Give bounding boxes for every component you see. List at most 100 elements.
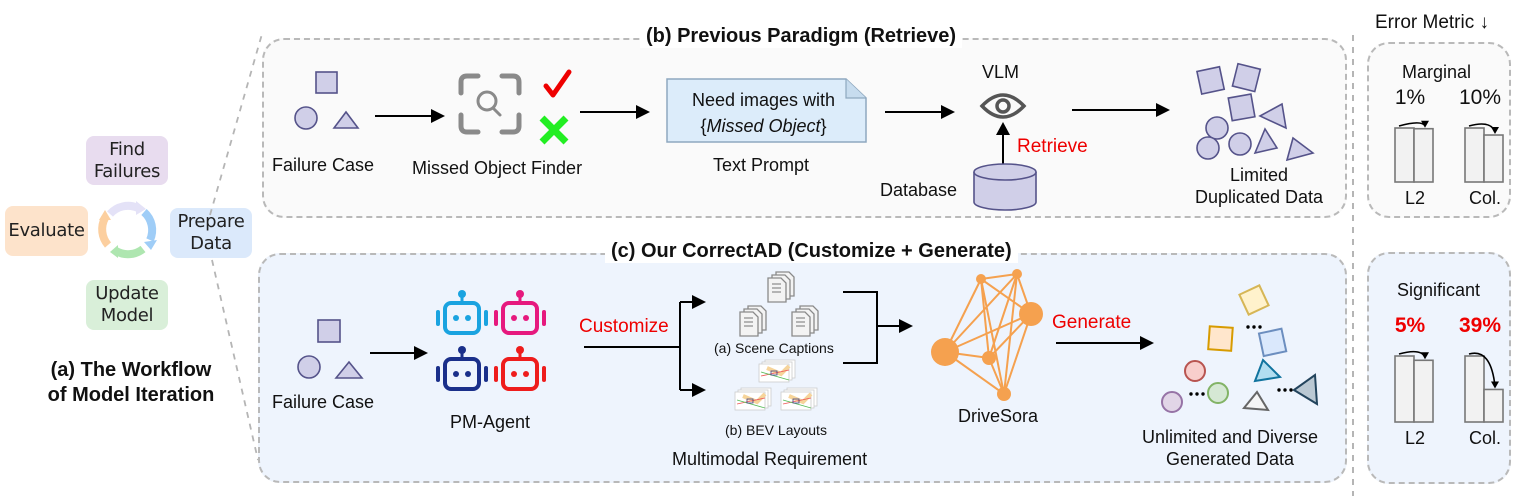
bev-thumbnail bbox=[758, 359, 796, 383]
branch-arrows bbox=[584, 295, 706, 397]
panel-correctad-title: (c) Our CorrectAD (Customize + Generate) bbox=[605, 240, 1018, 263]
workflow-caption: (a) The Workflow of Model Iteration bbox=[16, 358, 246, 408]
bar-after bbox=[1413, 127, 1434, 183]
step-label: Data bbox=[190, 233, 232, 254]
text-prompt-note bbox=[666, 78, 867, 143]
metric-value: 39% bbox=[1458, 314, 1502, 337]
decrease-arrow bbox=[1398, 122, 1426, 127]
generate-label: Generate bbox=[1052, 312, 1132, 333]
network-edge bbox=[980, 278, 1005, 395]
network-edge bbox=[944, 313, 1032, 353]
generated-line1: Unlimited and Diverse bbox=[1141, 427, 1319, 447]
failure-case-shapes bbox=[297, 319, 364, 379]
step-label: Model bbox=[100, 305, 154, 326]
document-icon bbox=[791, 305, 819, 337]
step-evaluate: Evaluate bbox=[5, 206, 88, 256]
metric-label: L2 bbox=[1404, 188, 1426, 208]
text-prompt-content: Need images with {Missed Object} bbox=[666, 87, 861, 139]
diverse-shapes bbox=[1161, 284, 1319, 413]
decrease-arrowhead bbox=[1491, 381, 1499, 389]
failure-case-shapes bbox=[294, 71, 360, 130]
brace-close: } bbox=[820, 116, 827, 136]
error-metric-header: Error Metric ↓ bbox=[1375, 12, 1489, 33]
workflow-caption-line1: (a) The Workflow bbox=[50, 359, 212, 381]
decrease-arrow bbox=[1468, 352, 1496, 387]
network-node bbox=[1012, 269, 1022, 279]
arrow bbox=[370, 346, 428, 360]
magnifier-scan-icon bbox=[458, 73, 522, 135]
marginal-title: Marginal bbox=[1402, 62, 1472, 82]
metric-bar-pair bbox=[1394, 120, 1434, 183]
eye-icon bbox=[979, 93, 1027, 119]
metric-value: 10% bbox=[1458, 86, 1502, 109]
robot-icon bbox=[436, 346, 488, 391]
generated-line2: Generated Data bbox=[1165, 449, 1295, 469]
metric-bar-pair bbox=[1464, 352, 1504, 423]
document-icon bbox=[739, 305, 767, 337]
bar-after bbox=[1483, 134, 1504, 183]
step-label: Evaluate bbox=[8, 220, 85, 241]
merge-bracket-arrow bbox=[843, 291, 913, 364]
decrease-arrowhead bbox=[1491, 127, 1499, 135]
vlm-label: VLM bbox=[982, 62, 1020, 82]
step-label: Find bbox=[109, 138, 145, 160]
panel-marginal bbox=[1367, 42, 1511, 218]
panel-previous-title: (b) Previous Paradigm (Retrieve) bbox=[640, 25, 963, 48]
robot-icon bbox=[494, 290, 546, 335]
bev-layouts-label: (b) BEV Layouts bbox=[725, 422, 827, 438]
customize-label: Customize bbox=[579, 316, 669, 337]
step-find-failures: Find Failures bbox=[86, 136, 168, 185]
retrieve-label: Retrieve bbox=[1017, 136, 1088, 157]
network-edge bbox=[988, 273, 1018, 359]
network-edge bbox=[1003, 273, 1018, 395]
prompt-line2: {Missed Object} bbox=[666, 113, 861, 139]
metric-value: 5% bbox=[1394, 314, 1426, 337]
metric-bar-pair bbox=[1464, 123, 1504, 183]
robot-icon bbox=[436, 290, 488, 335]
step-prepare-data: Prepare Data bbox=[170, 208, 252, 258]
decrease-arrowhead bbox=[1421, 352, 1429, 360]
ellipsis-dots bbox=[1189, 325, 1293, 396]
bar-before bbox=[1464, 355, 1485, 423]
zoom-connector-lines bbox=[209, 33, 263, 461]
missed-object-finder-label: Missed Object Finder bbox=[412, 158, 583, 178]
network-edge bbox=[980, 278, 990, 359]
network-edge bbox=[944, 273, 1018, 353]
metric-label: Col. bbox=[1468, 188, 1501, 208]
bar-before bbox=[1464, 127, 1485, 183]
panel-significant bbox=[1367, 252, 1511, 484]
limited-data-label: Limited Duplicated Data bbox=[1180, 164, 1338, 208]
prompt-line1: Need images with bbox=[691, 90, 836, 110]
limited-line2: Duplicated Data bbox=[1194, 187, 1324, 207]
prompt-missed-object: Missed Object bbox=[706, 116, 821, 136]
arrow bbox=[885, 105, 955, 119]
robot-icons bbox=[436, 290, 546, 391]
circular-arrows-icon bbox=[98, 201, 157, 259]
robot-icon bbox=[494, 346, 546, 391]
bar-before bbox=[1394, 355, 1415, 423]
bev-layout-thumbnails bbox=[734, 359, 818, 411]
network-edge bbox=[1003, 313, 1032, 395]
cross-icon bbox=[539, 115, 569, 145]
pm-agent-label: PM-Agent bbox=[450, 412, 531, 432]
network-node bbox=[931, 338, 959, 366]
scene-captions-label: (a) Scene Captions bbox=[714, 340, 834, 356]
metric-bar-pair bbox=[1394, 350, 1434, 423]
arrow bbox=[580, 105, 650, 119]
network-edge bbox=[980, 273, 1018, 280]
bar-before bbox=[1394, 127, 1415, 183]
network-node bbox=[997, 387, 1011, 401]
decrease-arrowhead bbox=[1421, 120, 1429, 128]
step-update-model: Update Model bbox=[86, 280, 168, 330]
arrow bbox=[375, 109, 445, 123]
duplicated-shapes bbox=[1196, 62, 1315, 162]
multimodal-requirement-label: Multimodal Requirement bbox=[672, 449, 868, 469]
limited-line1: Limited bbox=[1229, 165, 1289, 185]
arrow bbox=[1056, 336, 1154, 350]
bev-thumbnail bbox=[734, 387, 772, 411]
document-stack-icon bbox=[739, 271, 819, 337]
network-graph-icon bbox=[931, 269, 1043, 401]
failure-case-label: Failure Case bbox=[272, 392, 375, 412]
separator-line bbox=[1352, 35, 1354, 496]
checkmark-icon bbox=[543, 69, 572, 98]
